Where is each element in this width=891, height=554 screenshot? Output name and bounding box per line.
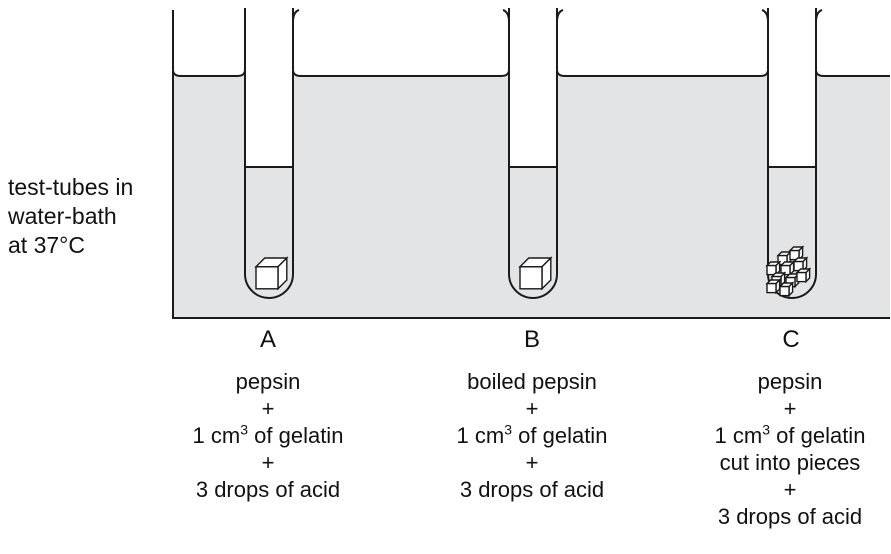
content-line: 3 drops of acid xyxy=(195,477,341,502)
cube-front xyxy=(766,264,777,276)
water-surface xyxy=(815,69,890,77)
gelatin-cube-a xyxy=(254,256,289,291)
gelatin-piece-c xyxy=(765,260,782,277)
tube-a-letter: A xyxy=(259,326,276,353)
tube-outline xyxy=(244,8,294,299)
gelatin-piece-c xyxy=(778,281,795,298)
content-line: 3 drops of acid xyxy=(717,504,863,529)
cube-front xyxy=(255,266,279,290)
tube-a xyxy=(244,8,294,299)
water-surface xyxy=(556,69,769,77)
tube-air xyxy=(768,74,816,167)
content-line: 3 drops of acid xyxy=(459,477,605,502)
content-line: + xyxy=(783,396,797,421)
content-line: + xyxy=(525,450,539,475)
content-text: 1 cm xyxy=(714,423,763,448)
side-label-line-1: test-tubes in xyxy=(8,174,134,200)
content-line: + xyxy=(261,396,275,421)
side-label-line-2: water-bath xyxy=(8,203,117,229)
tube-c-letter: C xyxy=(782,326,800,353)
content-line: + xyxy=(525,396,539,421)
tube-c xyxy=(767,8,817,299)
cube-front xyxy=(519,266,543,290)
content-line: 1 cm3 of gelatin xyxy=(412,422,652,449)
tube-lip xyxy=(556,9,564,23)
tube-air xyxy=(245,74,293,167)
content-line: cut into pieces xyxy=(719,450,861,475)
tube-lip xyxy=(292,9,300,23)
tube-a-contents: pepsin+1 cm3 of gelatin+3 drops of acid xyxy=(148,368,388,503)
tube-b-contents: boiled pepsin+1 cm3 of gelatin+3 drops o… xyxy=(412,368,652,503)
tube-b-letter: B xyxy=(523,326,540,353)
content-text: 1 cm xyxy=(456,423,505,448)
content-line: pepsin xyxy=(757,369,823,394)
superscript: 3 xyxy=(504,421,513,438)
content-text: of gelatin xyxy=(248,423,344,448)
cube-front xyxy=(796,271,807,283)
tube-b xyxy=(508,8,558,299)
content-line: 1 cm3 of gelatin xyxy=(148,422,388,449)
content-line: + xyxy=(783,477,797,502)
content-text: of gelatin xyxy=(512,423,608,448)
cube-front xyxy=(766,282,777,294)
tube-outline xyxy=(508,8,558,299)
water-surface xyxy=(172,69,246,77)
bath-outline xyxy=(172,10,890,319)
side-label-line-3: at 37°C xyxy=(8,232,85,258)
content-line: boiled pepsin xyxy=(467,369,597,394)
water xyxy=(173,76,890,318)
tube-lip xyxy=(502,9,510,23)
tube-air xyxy=(509,74,557,167)
cube-front xyxy=(779,285,790,297)
gelatin-piece-c xyxy=(795,267,812,284)
content-text: of gelatin xyxy=(770,423,866,448)
cube-front xyxy=(780,264,791,276)
content-line: + xyxy=(261,450,275,475)
water-surface xyxy=(292,69,510,77)
gelatin-cube-b xyxy=(518,256,553,291)
side-label: test-tubes in water-bath at 37°C xyxy=(8,173,133,260)
gelatin-piece-c xyxy=(788,245,805,262)
tube-lip xyxy=(761,9,769,23)
superscript: 3 xyxy=(240,421,249,438)
content-text: 1 cm xyxy=(192,423,241,448)
gelatin-piece-c xyxy=(765,278,782,295)
cube-front xyxy=(789,249,800,261)
content-line: pepsin xyxy=(235,369,301,394)
superscript: 3 xyxy=(762,421,771,438)
tube-lip xyxy=(815,9,823,23)
content-line: 1 cm3 of gelatin xyxy=(670,422,891,449)
